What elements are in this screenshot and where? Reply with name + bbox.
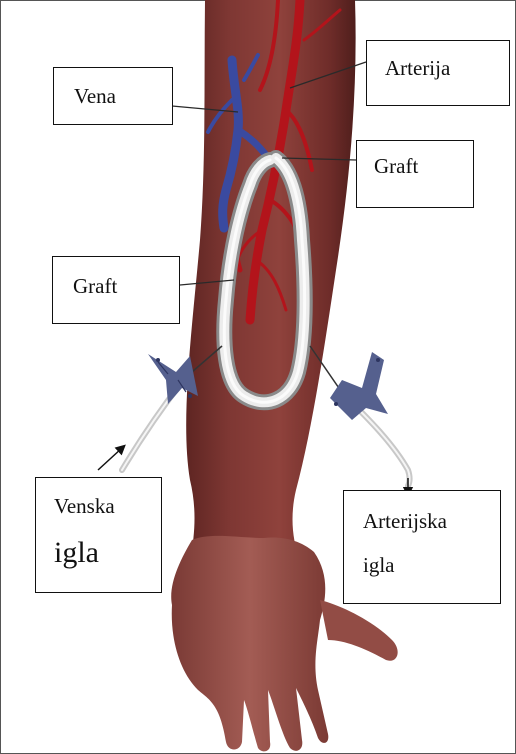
hand bbox=[171, 536, 328, 752]
arterial-needle bbox=[310, 346, 410, 486]
label-graft-right: Graft bbox=[356, 140, 474, 208]
label-graft-right-text: Graft bbox=[374, 154, 418, 179]
label-arterijska-line2: igla bbox=[363, 553, 395, 578]
thumb bbox=[320, 600, 398, 661]
label-vena-text: Vena bbox=[74, 84, 116, 109]
label-vena: Vena bbox=[53, 67, 173, 125]
label-venska-line1: Venska bbox=[54, 494, 115, 519]
arrow-to-venous-needle bbox=[98, 448, 122, 470]
label-graft-left-text: Graft bbox=[73, 274, 117, 299]
forearm bbox=[186, 0, 355, 560]
label-arterijska-line1: Arterijska bbox=[363, 509, 447, 534]
label-arterija-text: Arterija bbox=[385, 56, 450, 81]
label-graft-left: Graft bbox=[52, 256, 180, 324]
label-venska-igla: Venska igla bbox=[35, 477, 162, 593]
label-arterijska-igla: Arterijska igla bbox=[343, 490, 501, 604]
label-arterija: Arterija bbox=[366, 40, 510, 106]
label-venska-line2: igla bbox=[54, 536, 99, 570]
